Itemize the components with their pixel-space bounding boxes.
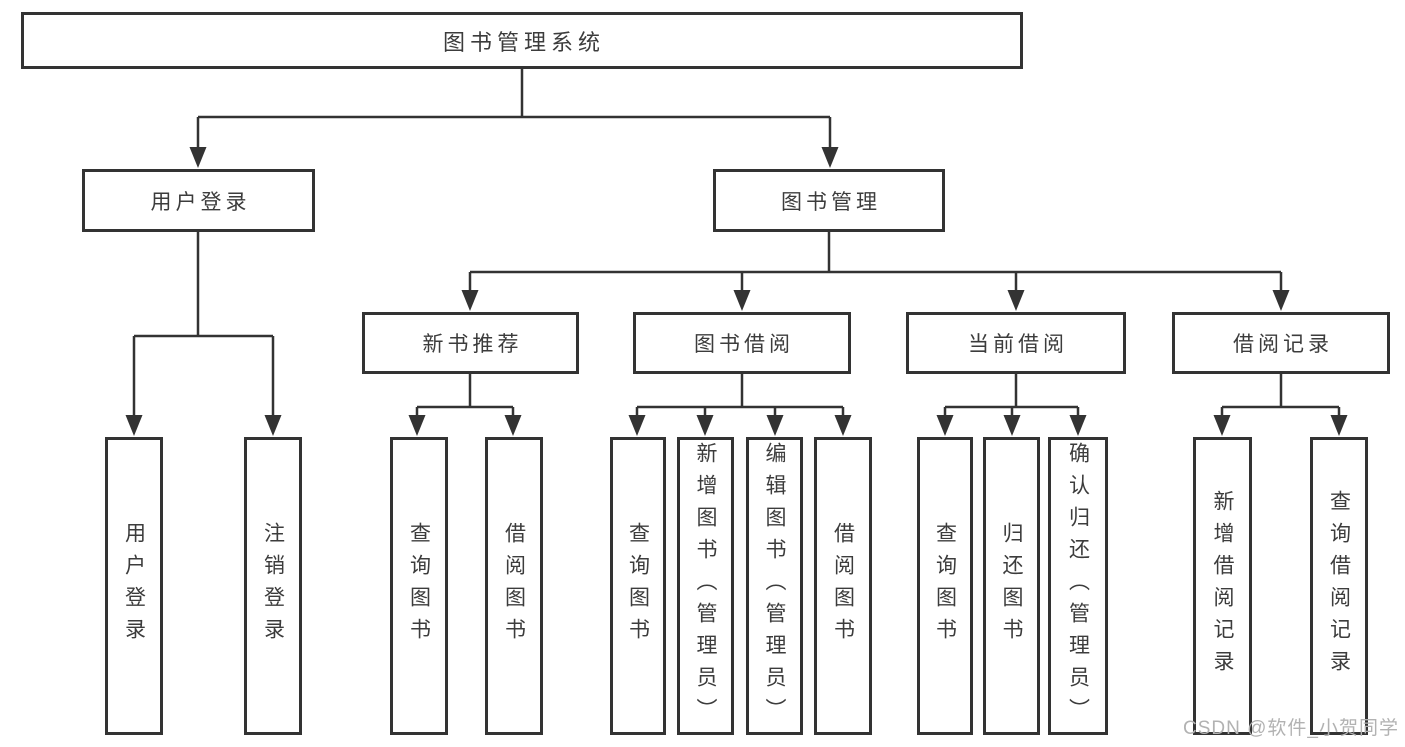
node-leaf-user-login: 用户登录 [105, 437, 163, 735]
node-leaf-query-borrow-record: 查询借阅记录 [1310, 437, 1368, 735]
node-user-login: 用户登录 [82, 169, 315, 232]
node-leaf-query-books-2: 查询图书 [610, 437, 666, 735]
node-current-borrow: 当前借阅 [906, 312, 1126, 374]
arrowhead-icons [125, 147, 1348, 436]
node-label: 借阅图书 [502, 522, 526, 650]
node-label: 查询图书 [407, 522, 431, 650]
node-leaf-add-borrow-record: 新增借阅记录 [1193, 437, 1252, 735]
node-leaf-borrow-books-1: 借阅图书 [485, 437, 543, 735]
node-label: 归还图书 [1000, 522, 1023, 650]
node-label: 注销登录 [261, 522, 285, 650]
node-label: 查询图书 [626, 522, 650, 650]
node-label: 用户登录 [122, 522, 146, 650]
node-label: 确认归还（管理员） [1066, 442, 1090, 730]
node-leaf-borrow-books-2: 借阅图书 [814, 437, 872, 735]
node-book-borrow: 图书借阅 [633, 312, 851, 374]
node-label: 新增图书（管理员） [694, 442, 717, 730]
node-label: 新增借阅记录 [1211, 490, 1234, 682]
node-new-book-recommend: 新书推荐 [362, 312, 579, 374]
node-library-management-system: 图书管理系统 [21, 12, 1023, 69]
node-leaf-confirm-return-admin: 确认归还（管理员） [1048, 437, 1108, 735]
node-leaf-return-books: 归还图书 [983, 437, 1040, 735]
node-label: 查询图书 [933, 522, 957, 650]
node-label: 借阅图书 [831, 522, 855, 650]
node-leaf-query-books-1: 查询图书 [390, 437, 448, 735]
node-leaf-edit-books-admin: 编辑图书（管理员） [746, 437, 803, 735]
node-label: 编辑图书（管理员） [763, 442, 786, 730]
node-book-management: 图书管理 [713, 169, 945, 232]
node-label: 查询借阅记录 [1327, 490, 1351, 682]
csdn-watermark: CSDN @软件_小贺同学 [1183, 718, 1399, 739]
node-leaf-logout: 注销登录 [244, 437, 302, 735]
node-borrow-record: 借阅记录 [1172, 312, 1390, 374]
node-leaf-add-books-admin: 新增图书（管理员） [677, 437, 734, 735]
node-leaf-query-books-3: 查询图书 [917, 437, 973, 735]
